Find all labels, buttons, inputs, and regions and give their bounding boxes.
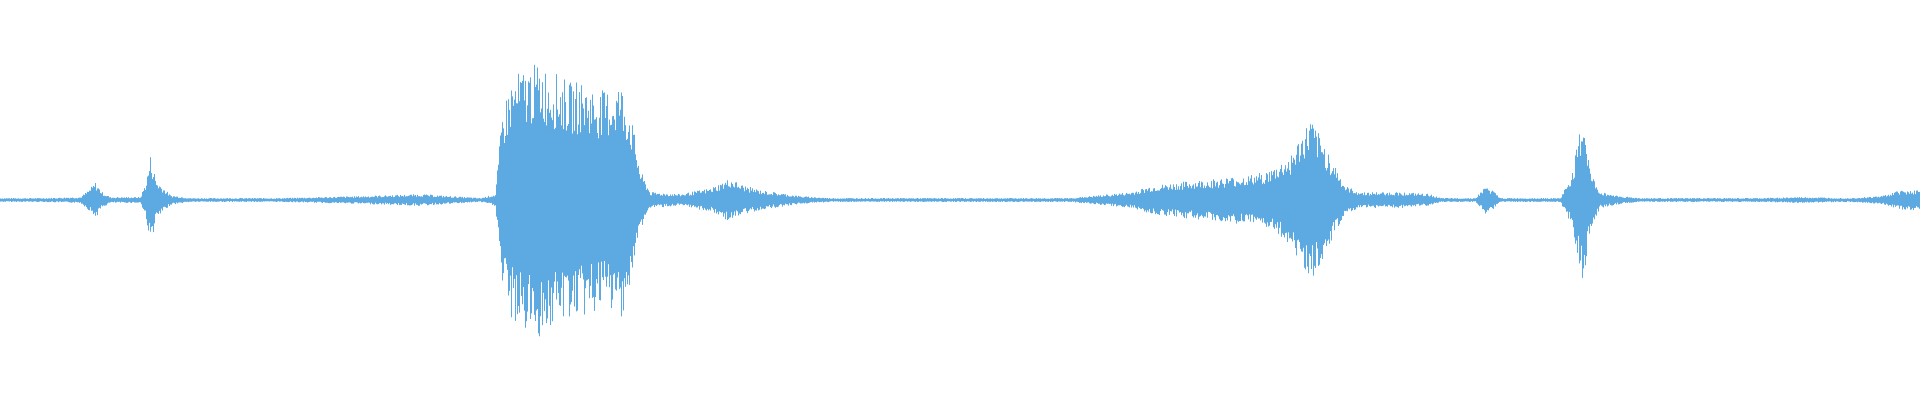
waveform-bars <box>0 64 1920 337</box>
